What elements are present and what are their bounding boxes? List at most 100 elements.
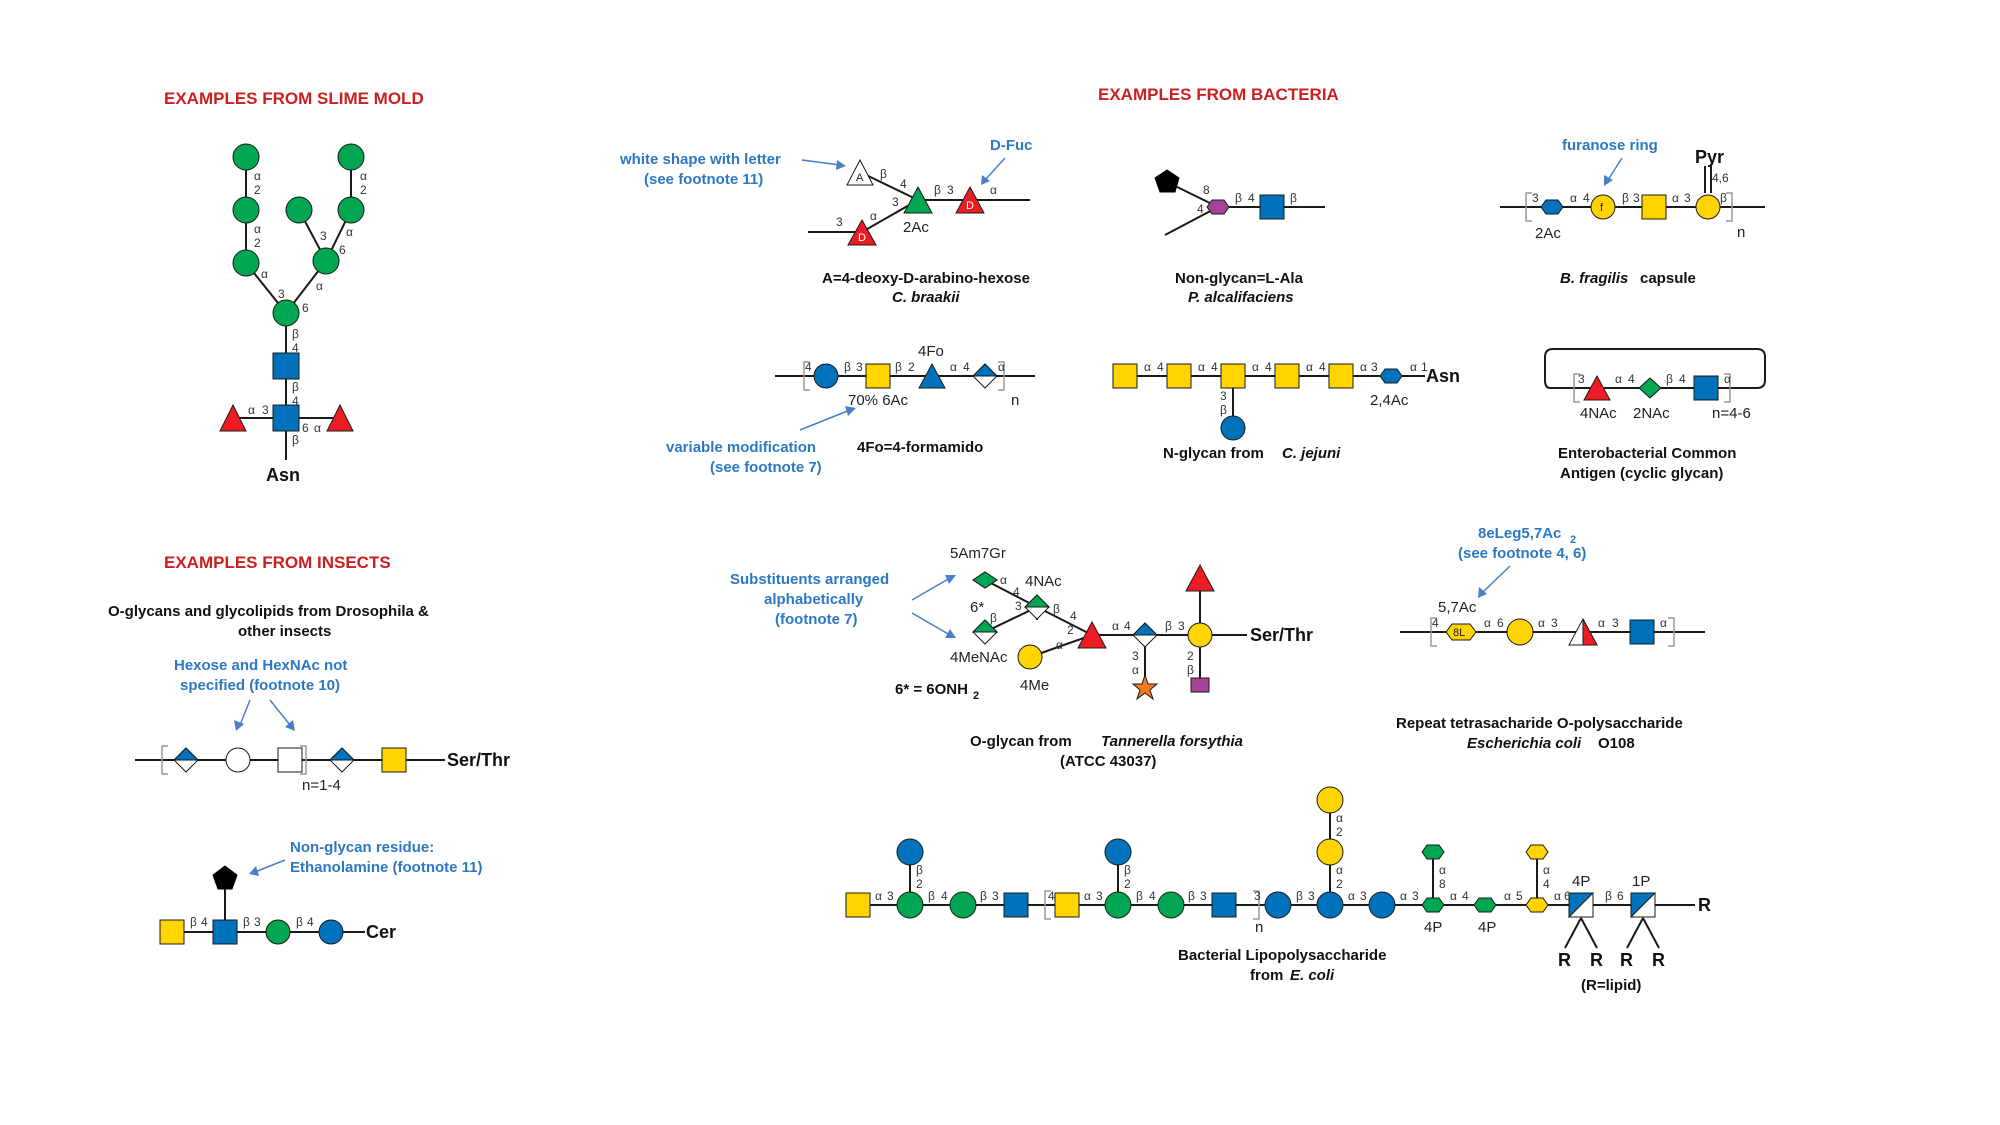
svg-text:α: α xyxy=(1400,889,1407,903)
svg-text:3: 3 xyxy=(1308,889,1315,903)
svg-text:α: α xyxy=(1484,616,1491,630)
svg-text:3: 3 xyxy=(1096,889,1103,903)
heading-slime-mold: EXAMPLES FROM SLIME MOLD xyxy=(164,89,424,108)
svg-text:α: α xyxy=(1439,863,1446,877)
jejuni-sub-label: 2,4Ac xyxy=(1370,392,1409,409)
lps-lipid-def: (R=lipid) xyxy=(1581,977,1641,994)
svg-text:6: 6 xyxy=(302,421,309,435)
tannerella-sub-6star: 6* xyxy=(970,599,984,616)
svg-text:4: 4 xyxy=(941,889,948,903)
eca-sub1: 4NAc xyxy=(1580,405,1617,422)
svg-text:α: α xyxy=(950,360,957,374)
tannerella-note-line2: alphabetically xyxy=(764,591,864,608)
svg-text:α: α xyxy=(1410,360,1417,374)
insect-note-line2: specified (footnote 10) xyxy=(180,677,340,694)
eca-caption-line1: Enterobacterial Common xyxy=(1558,445,1736,462)
svg-text:β: β xyxy=(1053,602,1060,616)
svg-text:4: 4 xyxy=(963,360,970,374)
svg-text:α: α xyxy=(1450,889,1457,903)
alcalifaciens-caption-line2: P. alcalifaciens xyxy=(1188,289,1294,306)
svg-text:α: α xyxy=(1348,889,1355,903)
svg-text:4: 4 xyxy=(1197,202,1204,216)
svg-text:β: β xyxy=(1220,403,1227,417)
svg-text:α: α xyxy=(1336,863,1343,877)
svg-text:2: 2 xyxy=(254,236,261,250)
o108-caption-italic: Escherichia coli xyxy=(1467,735,1582,752)
tannerella-caption-prefix: O-glycan from xyxy=(970,733,1072,750)
lps-caption-italic: E. coli xyxy=(1290,967,1335,984)
svg-text:β: β xyxy=(916,863,923,877)
svg-text:4: 4 xyxy=(900,177,907,191)
braakii-letter-d: D xyxy=(966,200,974,212)
svg-text:6: 6 xyxy=(302,301,309,315)
svg-text:3: 3 xyxy=(1200,889,1207,903)
tannerella-footnote-sub: 2 xyxy=(973,690,979,702)
tannerella-caption-italic: Tannerella forsythia xyxy=(1101,733,1243,750)
svg-text:3: 3 xyxy=(887,889,894,903)
svg-text:2: 2 xyxy=(1124,877,1131,891)
lps-lipid-r1: R xyxy=(1558,950,1571,970)
lps-repeat: n xyxy=(1255,919,1263,936)
o108-note-line2: (see footnote 4, 6) xyxy=(1458,545,1586,562)
braakii-letter-a: A xyxy=(856,172,864,184)
braakii-letter-d2: D xyxy=(858,232,866,244)
tannerella-note-line3: (footnote 7) xyxy=(775,611,857,628)
svg-text:2: 2 xyxy=(916,877,923,891)
svg-text:α: α xyxy=(1112,619,1119,633)
svg-text:4: 4 xyxy=(307,915,314,929)
svg-text:4: 4 xyxy=(1543,877,1550,891)
svg-text:α: α xyxy=(1660,616,1667,630)
svg-text:3: 3 xyxy=(1412,889,1419,903)
svg-text:4: 4 xyxy=(292,394,299,408)
svg-text:α: α xyxy=(1672,191,1679,205)
svg-text:6: 6 xyxy=(1564,889,1571,903)
svg-text:α: α xyxy=(1724,372,1731,386)
braakii-note-dfuc: D-Fuc xyxy=(990,137,1033,154)
svg-text:α: α xyxy=(1570,191,1577,205)
fragilis-repeat: n xyxy=(1737,224,1745,241)
svg-text:β: β xyxy=(1188,889,1195,903)
svg-text:3: 3 xyxy=(1220,389,1227,403)
svg-text:β: β xyxy=(1235,191,1242,205)
svg-text:α: α xyxy=(1538,616,1545,630)
glycolipid-root-label: Cer xyxy=(366,922,396,942)
svg-text:α: α xyxy=(254,169,261,183)
svg-text:β: β xyxy=(1605,889,1612,903)
svg-text:α: α xyxy=(870,209,877,223)
eca-repeat: n=4-6 xyxy=(1712,405,1751,422)
eca-caption-line2: Antigen (cyclic glycan) xyxy=(1560,465,1723,482)
fragilis-note: furanose ring xyxy=(1562,137,1658,154)
lps-sub-4p-1: 4P xyxy=(1424,919,1442,936)
svg-text:β: β xyxy=(190,915,197,929)
svg-text:β: β xyxy=(934,183,941,197)
slime-mold-root-label: Asn xyxy=(266,465,300,485)
svg-text:4: 4 xyxy=(1149,889,1156,903)
tannerella-root-label: Ser/Thr xyxy=(1250,625,1313,645)
svg-text:4: 4 xyxy=(1013,585,1020,599)
svg-text:α: α xyxy=(1198,360,1205,374)
svg-text:2: 2 xyxy=(1067,623,1074,637)
lps-sub-1p: 1P xyxy=(1632,873,1650,890)
alcalifaciens-caption-line1: Non-glycan=L-Ala xyxy=(1175,270,1304,287)
o108-note-line1-sub: 2 xyxy=(1570,534,1576,546)
svg-text:3: 3 xyxy=(1015,599,1022,613)
insect-oglycan: O-glycans and glycolipids from Drosophil… xyxy=(108,603,510,794)
svg-text:6: 6 xyxy=(339,243,346,257)
svg-text:β: β xyxy=(1666,372,1673,386)
svg-text:β: β xyxy=(880,167,887,181)
svg-text:4: 4 xyxy=(1048,889,1055,903)
svg-text:β: β xyxy=(990,611,997,625)
tannerella-glycan: Substituents arranged alphabetically (fo… xyxy=(730,545,1313,770)
svg-text:3: 3 xyxy=(1132,649,1139,663)
svg-text:3: 3 xyxy=(1532,191,1539,205)
fragilis-sub-label: 2Ac xyxy=(1535,225,1561,242)
svg-text:3: 3 xyxy=(856,360,863,374)
jejuni-root-label: Asn xyxy=(1426,366,1460,386)
o108-note-line1: 8eLeg5,7Ac xyxy=(1478,525,1561,542)
svg-text:2: 2 xyxy=(1336,877,1343,891)
svg-text:3: 3 xyxy=(1551,616,1558,630)
fragilis-letter-f: f xyxy=(1600,202,1604,214)
svg-text:8: 8 xyxy=(1439,877,1446,891)
